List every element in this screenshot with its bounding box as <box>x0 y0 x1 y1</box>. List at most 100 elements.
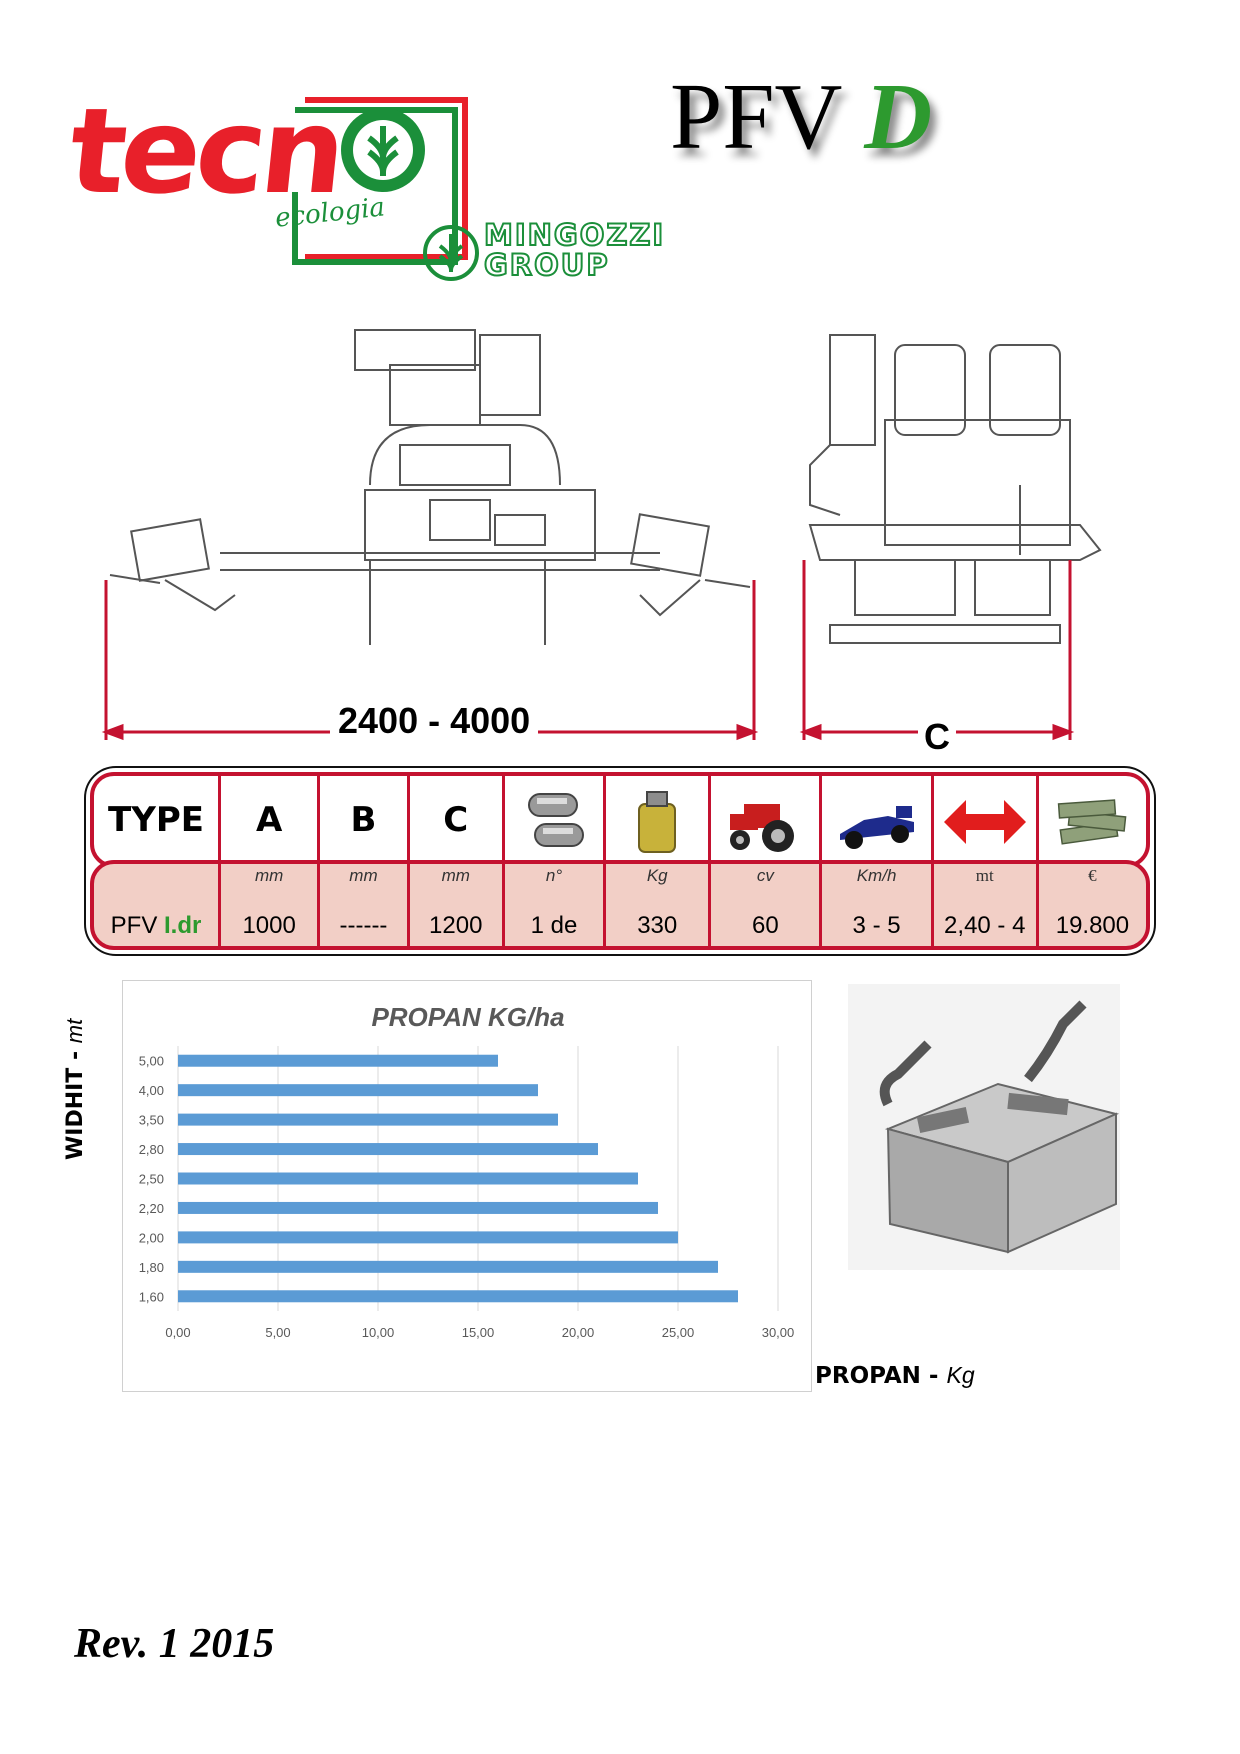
weight-value: 330 <box>637 912 678 939</box>
value-price: € 19.800 <box>1039 864 1146 946</box>
race-car-icon <box>839 806 914 849</box>
chart-y-tick-labels: 1,601,802,002,202,502,803,504,005,00 <box>139 1054 164 1305</box>
unit-weight: Kg <box>646 866 668 885</box>
value-weight: Kg 330 <box>606 864 712 946</box>
header-type: TYPE <box>94 776 222 864</box>
value-b: mm ------ <box>320 864 410 946</box>
chart-bar <box>178 1143 598 1156</box>
header-c: C <box>410 776 505 864</box>
working-width-value: 2,40 - 4 <box>944 912 1026 939</box>
tractor-icon <box>730 804 795 852</box>
x-tick-label: 0,00 <box>165 1325 190 1340</box>
unit-b: mm <box>349 866 378 885</box>
header-c-label: C <box>443 800 469 840</box>
product-suffix: D <box>864 65 933 169</box>
spec-values-row: PFV I.dr mm 1000 mm ------ mm 1200 n° 1 … <box>90 860 1150 950</box>
x-axis-title-main: PROPAN - <box>815 1363 947 1389</box>
front-view-drawing <box>109 329 751 645</box>
chart-bar <box>178 1054 498 1067</box>
overall-width-dimension: 2400 - 4000 <box>330 700 539 742</box>
header-power <box>711 776 823 864</box>
value-speed: Km/h 3 - 5 <box>822 864 934 946</box>
chart-bar <box>178 1084 538 1097</box>
chart-bar <box>178 1290 738 1303</box>
depth-dimension-c: C <box>918 716 956 758</box>
dimension-lines <box>101 560 1075 741</box>
product-title: PFV D <box>670 70 932 164</box>
gas-cylinders-icon <box>528 793 584 847</box>
x-tick-label: 15,00 <box>462 1325 495 1340</box>
x-tick-label: 20,00 <box>562 1325 595 1340</box>
x-axis-title-unit: Kg <box>946 1362 975 1388</box>
value-a: mm 1000 <box>221 864 321 946</box>
unit-working-width: mt <box>975 866 994 885</box>
y-tick-label: 1,80 <box>139 1260 164 1275</box>
header-working-width <box>934 776 1039 864</box>
header-weight <box>606 776 712 864</box>
tecnoecologia-logo: tecn ecologia <box>63 82 468 275</box>
chart-title: PROPAN KG/ha <box>371 1002 564 1032</box>
spec-header-row: TYPE A B C <box>90 772 1150 868</box>
value-cylinders: n° 1 de <box>505 864 607 946</box>
unit-cylinders: n° <box>545 866 563 885</box>
unit-price: € <box>1088 866 1097 885</box>
value-type: PFV I.dr <box>94 864 222 946</box>
header-speed <box>822 776 934 864</box>
header-a-label: A <box>255 800 283 840</box>
header-a: A <box>221 776 321 864</box>
propan-chart-svg: PROPAN KG/ha 1,601,802,002,202,502,803,5… <box>139 1002 795 1340</box>
chart-bar <box>178 1231 678 1244</box>
speed-value: 3 - 5 <box>852 912 901 939</box>
propane-tank-icon <box>638 791 677 853</box>
y-axis-title: WIDHIT - mt <box>62 1019 88 1160</box>
y-tick-label: 4,00 <box>139 1083 164 1098</box>
mingozzi-line-2: GROUP <box>483 248 610 282</box>
tecn-wordmark: tecn <box>62 82 348 220</box>
x-tick-label: 10,00 <box>362 1325 395 1340</box>
spec-table-frame: TYPE A B C <box>84 766 1156 956</box>
chart-bar <box>178 1113 558 1126</box>
y-tick-label: 5,00 <box>139 1054 164 1069</box>
revision-label: Rev. 1 2015 <box>74 1621 275 1667</box>
y-tick-label: 2,50 <box>139 1172 164 1187</box>
width-arrow-icon <box>943 800 1026 844</box>
mingozzi-line-1: MINGOZZI <box>483 218 666 252</box>
y-tick-label: 3,50 <box>139 1113 164 1128</box>
b-value: ------ <box>339 912 388 939</box>
value-c: mm 1200 <box>410 864 505 946</box>
a-value: 1000 <box>242 912 296 939</box>
unit-a: mm <box>254 866 284 885</box>
mingozzi-emblem-icon <box>423 225 479 281</box>
unit-speed: Km/h <box>856 866 897 885</box>
c-value: 1200 <box>429 912 483 939</box>
type-value: PFV I.dr <box>94 912 218 940</box>
y-tick-label: 2,00 <box>139 1230 164 1245</box>
chart-bar <box>178 1201 658 1214</box>
unit-c: mm <box>441 866 470 885</box>
power-value: 60 <box>752 912 779 939</box>
chart-bars <box>178 1054 738 1303</box>
header-b: B <box>320 776 410 864</box>
side-view-drawing <box>808 334 1102 644</box>
x-tick-label: 30,00 <box>762 1325 795 1340</box>
header-price <box>1039 776 1146 864</box>
spec-table: TYPE A B C <box>90 772 1150 950</box>
product-name: PFV <box>670 65 841 169</box>
header-type-label: TYPE <box>108 800 204 840</box>
logo-frame-graphic <box>292 97 468 265</box>
chart-bar <box>178 1172 638 1185</box>
mingozzi-group-logo: MINGOZZI GROUP <box>422 218 712 282</box>
battery-image <box>848 984 1120 1270</box>
header-b-label: B <box>350 800 377 840</box>
y-axis-title-main: WIDHIT - <box>63 1043 88 1160</box>
y-tick-label: 2,20 <box>139 1201 164 1216</box>
x-tick-label: 5,00 <box>265 1325 290 1340</box>
y-tick-label: 1,60 <box>139 1289 164 1304</box>
chart-bar <box>178 1260 718 1273</box>
type-suffix: I.dr <box>164 912 202 939</box>
money-stack-icon <box>1058 799 1127 845</box>
type-prefix: PFV <box>110 912 158 939</box>
value-power: cv 60 <box>711 864 823 946</box>
